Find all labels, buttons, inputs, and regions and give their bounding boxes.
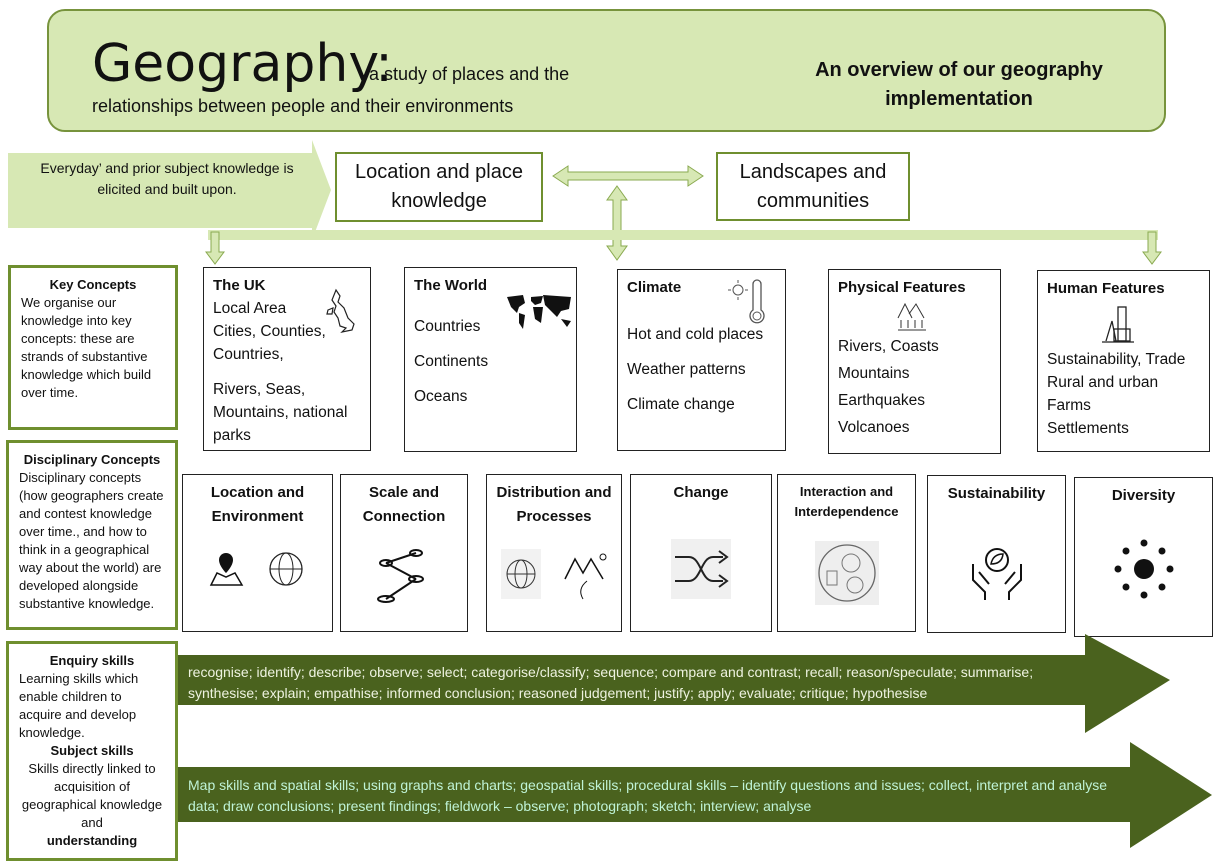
concept-item: Rural and urban — [1047, 374, 1159, 391]
connector-bar — [208, 230, 1158, 240]
discipline-distribution-processes: Distribution and Processes — [486, 474, 622, 632]
concept-climate: Climate Hot and cold places Weather patt… — [617, 269, 786, 451]
subtitle: a study of places and the — [369, 64, 570, 84]
subject-title: Subject skills — [50, 743, 134, 758]
discipline-diversity: Diversity — [1074, 477, 1213, 637]
world-map-icon — [507, 295, 571, 329]
discipline-scale-connection: Scale and Connection — [340, 474, 468, 632]
concept-item: Hot and cold places — [627, 326, 764, 343]
interdependence-cycle-icon — [814, 541, 879, 605]
concept-item: Local Area — [213, 300, 287, 317]
concept-title: The World — [414, 277, 488, 294]
key-concepts-text: We organise our knowledge into key conce… — [21, 295, 152, 400]
concept-the-world: The World Countries Continents Oceans — [404, 267, 577, 452]
skills-panel: Enquiry skills Learning skills which ena… — [6, 641, 178, 861]
enquiry-title: Enquiry skills — [49, 653, 135, 668]
key-concepts-title: Key Concepts — [49, 277, 137, 292]
discipline-location-environment: Location and Environment — [182, 474, 333, 632]
discipline-title: Location and Environment — [210, 484, 305, 525]
concept-item: Climate change — [627, 396, 735, 413]
strand-location-place: Location and place knowledge — [335, 152, 543, 222]
connector-arrows — [8, 140, 1162, 265]
double-arrow-horizontal — [552, 165, 704, 187]
subtitle-line2: relationships between people and their e… — [92, 96, 514, 116]
concept-item: Weather patterns — [627, 361, 746, 378]
concept-item: Countries — [414, 318, 481, 335]
subject-skills-text: Map skills and spatial skills; using gra… — [188, 777, 1108, 814]
concept-item: Rivers, Seas, — [213, 381, 306, 398]
double-arrow-vertical — [606, 185, 628, 261]
subject-text: Skills directly linked to acquisition of… — [21, 761, 163, 830]
buildings-icon — [1102, 306, 1134, 343]
concept-item: Mountains — [838, 365, 910, 382]
concept-item: Farms — [1047, 397, 1091, 414]
skills-arrows — [178, 634, 1212, 848]
down-arrow-right — [1142, 231, 1162, 265]
concept-item: Mountains, national — [213, 404, 348, 421]
strand-landscapes-communities: Landscapes and communities — [716, 152, 910, 221]
discipline-title: Distribution and Processes — [496, 484, 612, 525]
prior-knowledge-arrow — [8, 140, 331, 240]
concept-item: Continents — [414, 353, 489, 370]
thermometer-icon — [728, 279, 765, 324]
key-concepts-panel: Key Concepts We organise our knowledge i… — [8, 265, 178, 430]
prior-knowledge-text: Everyday’ and prior subject knowledge is… — [40, 160, 294, 197]
discipline-title: Change — [673, 484, 729, 501]
disciplinary-text: Disciplinary concepts (how geographers c… — [19, 470, 164, 611]
subject-text-bold: understanding — [46, 833, 138, 848]
hands-leaf-icon — [971, 548, 1022, 600]
concept-item: parks — [213, 427, 251, 444]
globe-mountains-icon — [501, 549, 607, 600]
concept-item: Countries, — [213, 346, 284, 363]
concept-item: Earthquakes — [838, 392, 926, 409]
concept-title: Climate — [627, 279, 682, 296]
discipline-title: Sustainability — [947, 485, 1046, 502]
concept-title: The UK — [213, 277, 266, 294]
discipline-interaction-interdependence: Interaction and Interdependence — [777, 474, 916, 632]
location-globe-icon — [209, 552, 303, 586]
title-banner — [47, 9, 1166, 132]
concept-item: Rivers, Coasts — [838, 338, 939, 355]
page-title: Geography: — [92, 34, 393, 94]
discipline-title: Interaction and Interdependence — [794, 484, 899, 519]
enquiry-skills-arrow — [178, 634, 1170, 733]
enquiry-skills-text: recognise; identify; describe; observe; … — [188, 664, 1034, 701]
down-arrow-left — [205, 231, 225, 265]
people-globe-icon — [1114, 539, 1173, 599]
concept-physical-features: Physical Features Rivers, Coasts Mountai… — [828, 269, 1001, 454]
concept-item: Sustainability, Trade — [1047, 351, 1186, 368]
disciplinary-concepts-panel: Disciplinary Concepts Disciplinary conce… — [6, 440, 178, 630]
discipline-sustainability: Sustainability — [927, 475, 1066, 633]
subject-skills-arrow — [178, 742, 1212, 848]
discipline-title: Scale and Connection — [362, 484, 446, 525]
overview-heading: An overview of our geography implementat… — [815, 59, 1103, 110]
disciplinary-title: Disciplinary Concepts — [23, 452, 161, 467]
concept-item: Settlements — [1047, 420, 1129, 437]
concept-title: Human Features — [1047, 280, 1165, 297]
uk-map-icon — [326, 288, 355, 333]
concept-item: Oceans — [414, 388, 468, 405]
concept-title: Physical Features — [838, 279, 966, 296]
enquiry-text: Learning skills which enable children to… — [19, 671, 139, 740]
concept-item: Cities, Counties, — [213, 323, 326, 340]
concept-human-features: Human Features Sustainability, Trade Rur… — [1037, 270, 1210, 452]
network-icon — [377, 549, 424, 603]
concept-item: Volcanoes — [838, 419, 910, 436]
shuffle-icon — [671, 539, 731, 599]
mountains-icon — [897, 302, 926, 331]
discipline-title: Diversity — [1111, 487, 1176, 504]
concept-the-uk: The UK Local Area Cities, Counties, Coun… — [203, 267, 371, 451]
discipline-change: Change — [630, 474, 772, 632]
